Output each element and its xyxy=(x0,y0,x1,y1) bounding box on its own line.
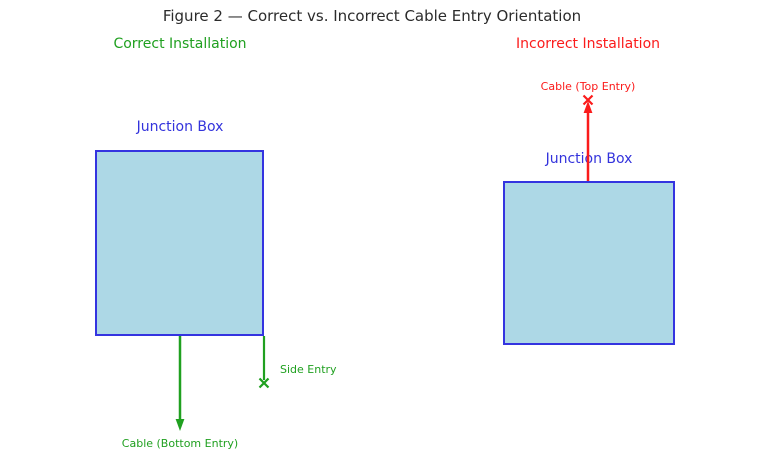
correct-panel-subtitle: Correct Installation xyxy=(113,36,247,52)
x-marker-icon xyxy=(582,94,594,106)
figure-title: Figure 2 — Correct vs. Incorrect Cable E… xyxy=(162,7,582,25)
side-entry-label: Side Entry xyxy=(280,363,337,376)
up-arrow-icon xyxy=(583,101,593,113)
cable-bottom-entry-label: Cable (Bottom Entry) xyxy=(121,437,239,450)
down-arrow-icon xyxy=(175,419,185,431)
cable-top-entry-label: Cable (Top Entry) xyxy=(540,80,636,93)
incorrect-junction-box xyxy=(503,181,675,345)
correct-junction-box-label: Junction Box xyxy=(136,119,224,135)
x-marker-icon xyxy=(258,377,270,389)
incorrect-junction-box-label: Junction Box xyxy=(545,151,633,167)
incorrect-panel-subtitle: Incorrect Installation xyxy=(515,36,661,52)
correct-junction-box xyxy=(95,150,264,336)
